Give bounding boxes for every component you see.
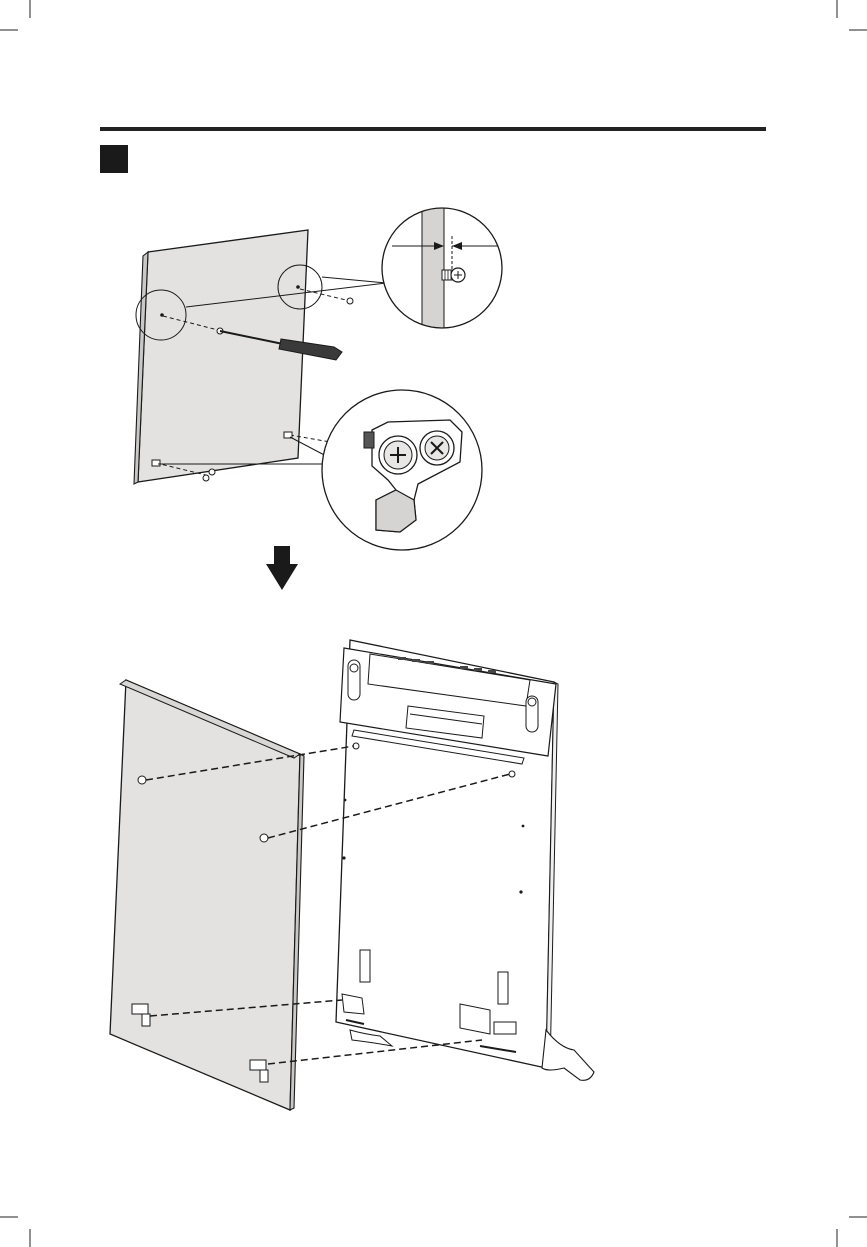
magnified-screw-depth-detail [382, 200, 502, 340]
down-arrow-icon [266, 546, 298, 590]
step-marker [100, 145, 128, 173]
front-panel [110, 680, 304, 1110]
top-illustration [134, 200, 502, 550]
bottom-illustration [110, 640, 594, 1110]
magnified-bracket-detail [322, 390, 482, 550]
door-panel-top [134, 230, 308, 484]
appliance-door [336, 640, 594, 1080]
header-rule [100, 127, 766, 131]
